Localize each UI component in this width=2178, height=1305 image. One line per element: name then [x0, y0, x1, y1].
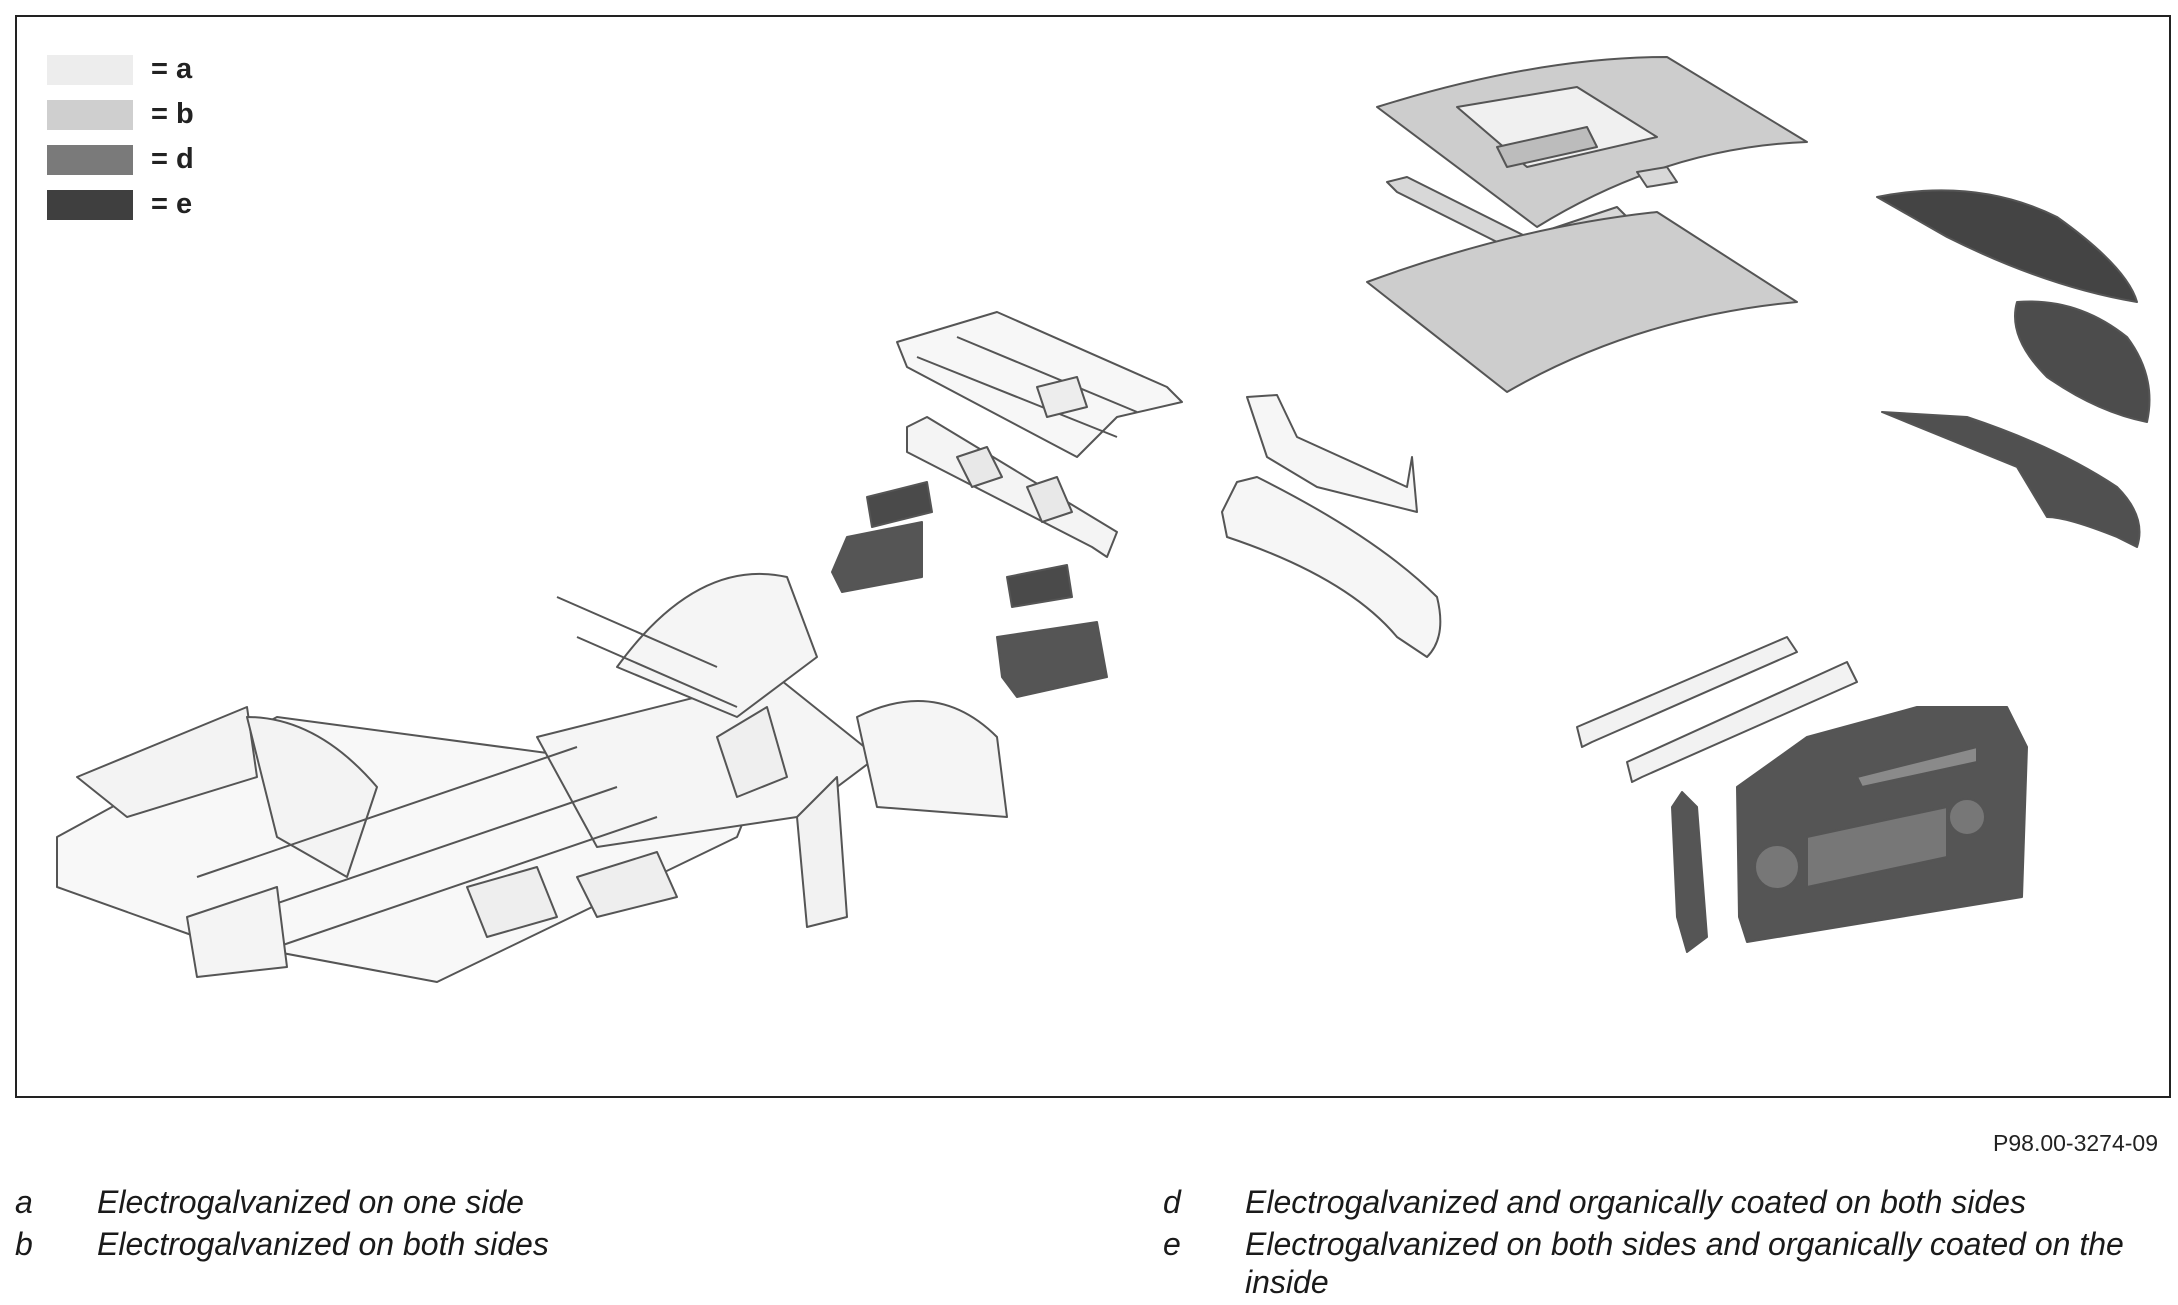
key-letter: b — [15, 1226, 33, 1262]
rear-floor-panel — [896, 311, 1183, 458]
key-row-e: e Electrogalvanized on both sides and or… — [1163, 1225, 2163, 1301]
key-row-a: a Electrogalvanized on one side — [15, 1183, 1015, 1221]
legend-label-b: = b — [151, 98, 194, 130]
legend-label-d: = d — [151, 143, 194, 175]
legend-item-b: = b — [47, 92, 194, 137]
legend-label-e: = e — [151, 188, 193, 220]
key-text: Electrogalvanized on both sides — [97, 1226, 549, 1262]
key-row-d: d Electrogalvanized and organically coat… — [1163, 1183, 2163, 1221]
key-text: Electrogalvanized on one side — [97, 1184, 524, 1220]
legend: = a = b = d = e — [47, 47, 194, 227]
sill-member-lower — [1626, 661, 1858, 783]
rear-fender-inner — [2014, 300, 2151, 423]
key-letter: a — [15, 1184, 33, 1220]
body-shell-exploded-view — [56, 56, 2151, 983]
rear-cross-member — [906, 416, 1118, 558]
floor-assembly — [56, 572, 1008, 983]
figure-id: P98.00-3274-09 — [1993, 1130, 2158, 1156]
roof-panel — [1366, 211, 1798, 393]
b-pillar — [1671, 791, 1708, 953]
key-letter: d — [1163, 1184, 1181, 1220]
key-row-b: b Electrogalvanized on both sides — [15, 1225, 1015, 1263]
legend-label-a: = a — [151, 53, 193, 85]
legend-swatch-a — [47, 54, 133, 85]
rear-wheelhouse — [1881, 411, 2141, 548]
figure-frame: = a = b = d = e — [15, 15, 2171, 1098]
key-list-right: d Electrogalvanized and organically coat… — [1163, 1183, 2163, 1305]
legend-swatch-e — [47, 189, 133, 220]
key-text: Electrogalvanized on both sides and orga… — [1245, 1226, 2124, 1300]
rear-fender-outer — [1876, 189, 2138, 303]
rear-brackets — [831, 481, 1108, 698]
key-list-left: a Electrogalvanized on one side b Electr… — [15, 1183, 1015, 1267]
legend-swatch-d — [47, 144, 133, 175]
door-inner-panel — [1736, 706, 2028, 943]
sill-member-upper — [1576, 636, 1798, 748]
legend-item-d: = d — [47, 137, 194, 182]
rear-side-wall-inner — [1221, 394, 1442, 658]
legend-item-e: = e — [47, 182, 194, 227]
key-letter: e — [1163, 1226, 1181, 1262]
legend-swatch-b — [47, 99, 133, 130]
legend-item-a: = a — [47, 47, 194, 92]
key-text: Electrogalvanized and organically coated… — [1245, 1184, 2026, 1220]
